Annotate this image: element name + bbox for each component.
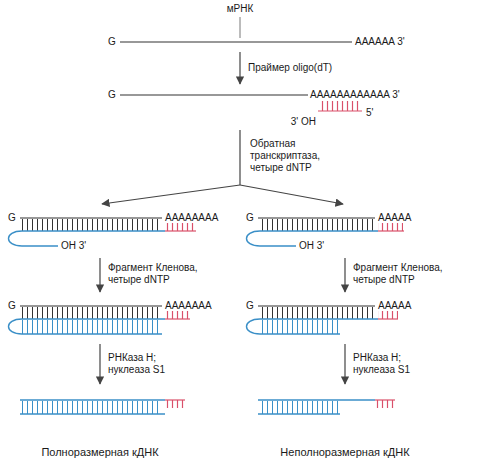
base-pairs (22, 219, 162, 231)
end-label: G (8, 212, 16, 224)
base-pairs (22, 307, 162, 319)
base-pairs (260, 307, 375, 319)
step-label: Обратная транскриптаза, четыре dNTP (250, 138, 336, 174)
oligo-dt-primer (318, 110, 362, 111)
oligo-dt-primer (378, 230, 404, 231)
sequence-label: AAAAAAAA (165, 212, 218, 224)
molecule-label: мРНК (227, 3, 254, 15)
step-arrow (344, 344, 345, 384)
sequence-label: AAAAA (378, 300, 411, 312)
end-label: 3' OH (291, 116, 316, 128)
step-label: Фрагмент Кленова, четыре dNTP (108, 262, 208, 286)
primer-pairs (378, 311, 398, 319)
mrna-strand (258, 305, 375, 306)
end-label: OH 3' (61, 240, 86, 252)
base-pairs (260, 219, 375, 231)
end-label: G (246, 212, 254, 224)
sequence-label: AAAAAAA (165, 300, 212, 312)
cdna-strand (20, 413, 165, 414)
step-arrow (99, 258, 100, 292)
step-arrow (99, 344, 100, 384)
oligo-dt-primer (378, 318, 398, 319)
mrna-strand (20, 305, 162, 306)
oligo-dt-primer (165, 230, 196, 231)
mrna-strand (20, 217, 162, 218)
step-arrow (344, 258, 345, 292)
primer-pairs (165, 311, 190, 319)
base-pairs (260, 320, 340, 334)
cdna-hairpin (9, 319, 166, 334)
base-pairs (260, 401, 340, 414)
primer-pairs (378, 223, 403, 231)
primer-pairs (320, 101, 360, 111)
cdna-strand (258, 413, 340, 414)
cdna-strand (20, 399, 165, 400)
step-arrow (240, 185, 343, 204)
cdna-hairpin (9, 231, 166, 246)
primer-pairs (375, 400, 395, 408)
primer-pairs (165, 400, 185, 408)
end-label: G (8, 300, 16, 312)
end-label: 5' (366, 107, 373, 119)
base-pairs (22, 401, 162, 414)
end-label: G (246, 300, 254, 312)
mrna-strand (120, 41, 352, 42)
leader-line (240, 17, 241, 38)
end-label: G (108, 89, 116, 101)
step-label: Фрагмент Кленова, четыре dNTP (353, 262, 453, 286)
end-label: OH 3' (299, 240, 324, 252)
mrna-strand (258, 217, 375, 218)
end-label: G (108, 36, 116, 48)
step-arrow (239, 52, 240, 84)
oligo-dt-primer (165, 318, 190, 319)
cdna-hairpin (247, 319, 379, 334)
mrna-strand (120, 94, 308, 95)
step-arrow (239, 130, 240, 185)
step-arrow (102, 185, 240, 204)
sequence-label: AAAAA (378, 212, 411, 224)
primer-pairs (165, 223, 195, 231)
result-label: Неполноразмерная кДНК (280, 446, 409, 458)
base-pairs (22, 320, 162, 334)
step-label: РНКаза H; нуклеаза S1 (108, 352, 188, 376)
sequence-label: AAAAAAAAAAAA 3' (310, 89, 400, 101)
result-label: Полноразмерная кДНК (41, 446, 158, 458)
step-label: Праймер oligo(dT) (248, 62, 332, 74)
cdna-strand (258, 399, 375, 400)
sequence-label: AAAAAA 3' (355, 36, 405, 48)
step-label: РНКаза H; нуклеаза S1 (353, 352, 433, 376)
